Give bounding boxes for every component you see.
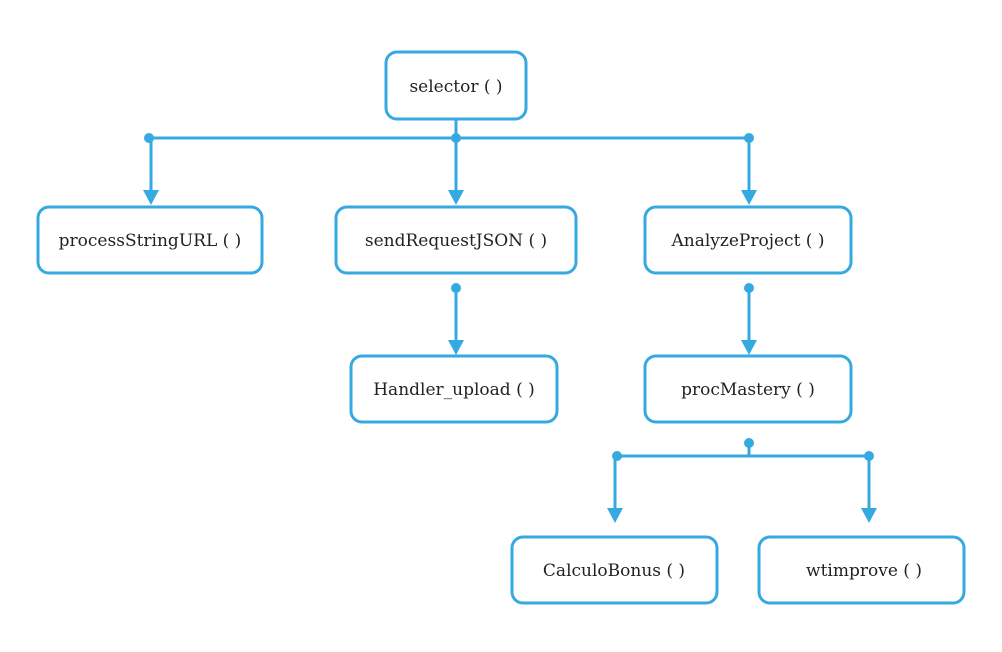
junction-dot-left <box>144 133 154 143</box>
arrowhead-analyzeproject <box>741 190 757 205</box>
junction-dot-center <box>451 133 461 143</box>
node-label-analyzeproject: AnalyzeProject ( ) <box>671 231 825 251</box>
node-label-sendrequestjson: sendRequestJSON ( ) <box>365 231 547 251</box>
node-processstringurl: processStringURL ( ) <box>36 205 264 275</box>
node-label-handlerupload: Handler_upload ( ) <box>373 380 535 400</box>
node-sendrequestjson: sendRequestJSON ( ) <box>334 205 578 275</box>
arrowhead-handlerupload <box>448 340 464 355</box>
node-calculobonus: CalculoBonus ( ) <box>510 535 719 605</box>
node-analyzeproject: AnalyzeProject ( ) <box>643 205 853 275</box>
node-label-wtimprove: wtimprove ( ) <box>806 561 922 581</box>
node-label-selector: selector ( ) <box>409 77 502 97</box>
node-handlerupload: Handler_upload ( ) <box>349 354 559 424</box>
arrowhead-wtimprove <box>861 508 877 523</box>
node-label-procmastery: procMastery ( ) <box>681 380 815 400</box>
edges <box>143 120 877 523</box>
node-label-calculobonus: CalculoBonus ( ) <box>543 561 685 581</box>
arrowhead-sendrequestjson <box>448 190 464 205</box>
node-selector: selector ( ) <box>384 50 528 121</box>
node-label-processstringurl: processStringURL ( ) <box>59 231 242 251</box>
node-procmastery: procMastery ( ) <box>643 354 853 424</box>
junction-dot-right <box>744 133 754 143</box>
node-wtimprove: wtimprove ( ) <box>757 535 966 605</box>
arrowhead-processstringurl <box>143 190 159 205</box>
arrowhead-procmastery <box>741 340 757 355</box>
arrowhead-calculobonus <box>607 508 623 523</box>
